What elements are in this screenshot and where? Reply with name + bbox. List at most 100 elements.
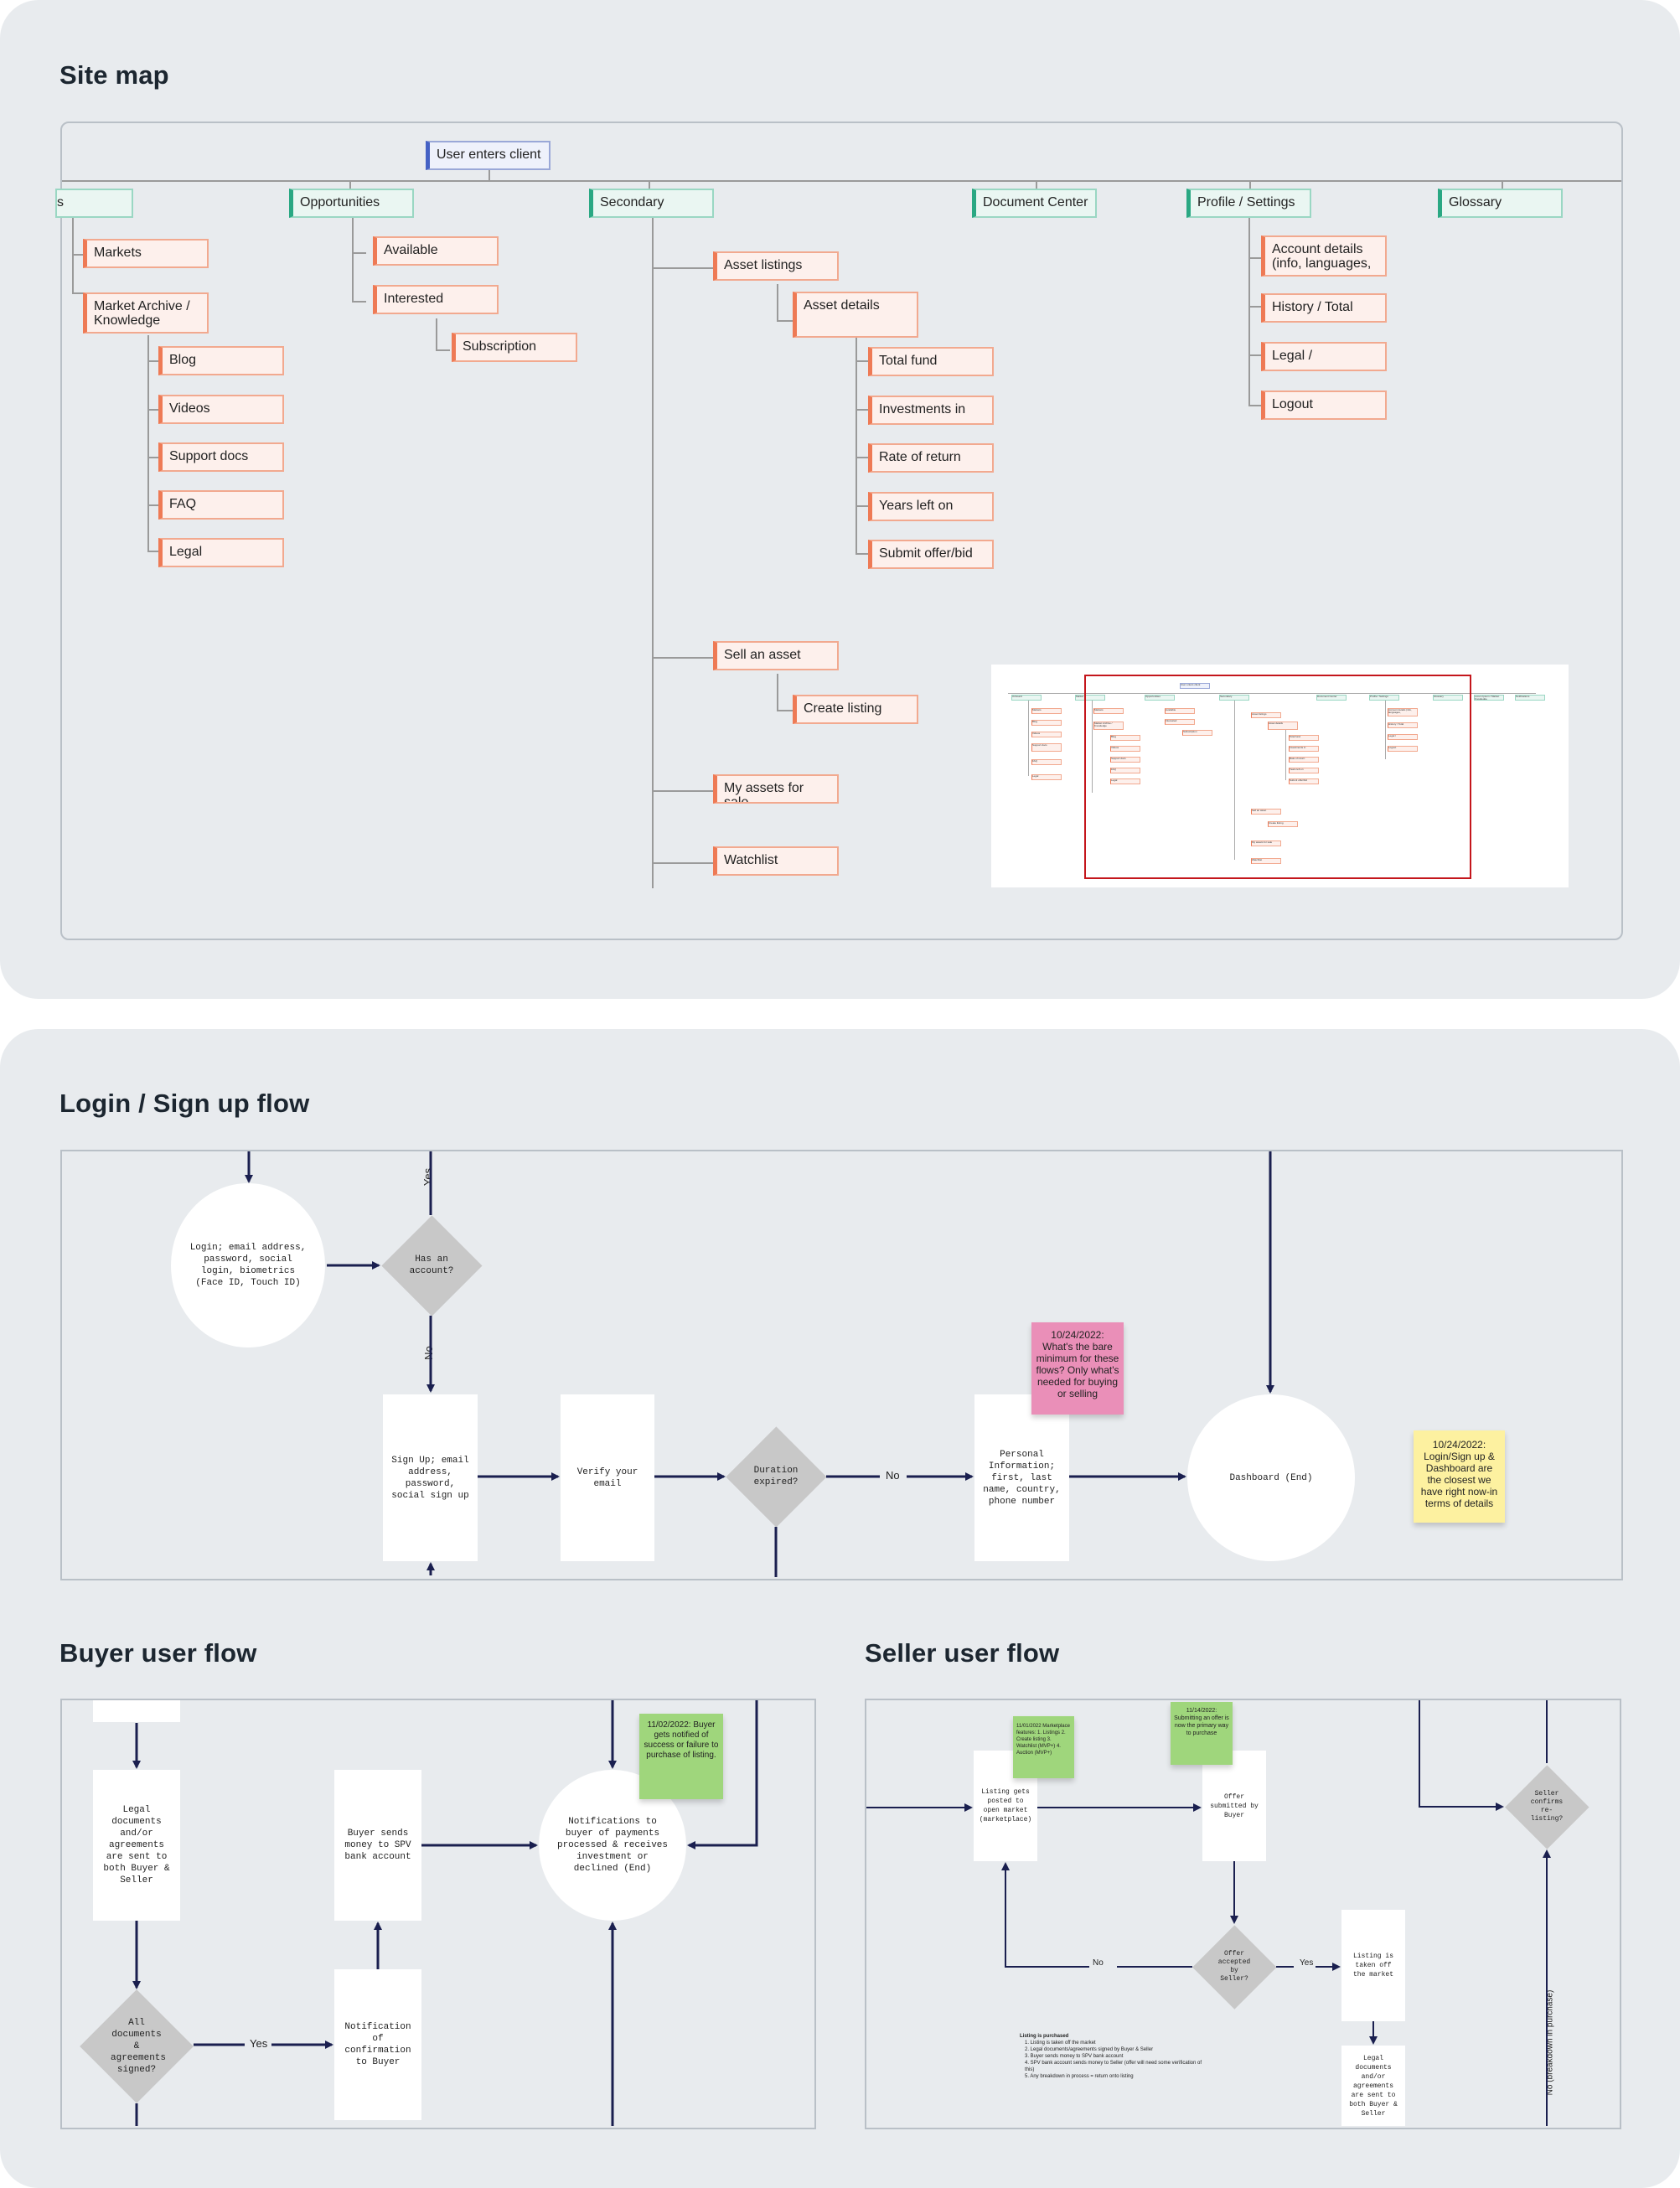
buyer-sends-node[interactable]: Buyer sends money to SPV bank account <box>334 1770 421 1921</box>
connector <box>652 862 714 864</box>
sitemap-node-market-archive[interactable]: Market Archive / Knowledge <box>83 292 209 334</box>
minimap-connector <box>1385 701 1386 759</box>
sticky-note-yellow[interactable]: 10/24/2022: Login/Sign up & Dashboard ar… <box>1414 1430 1505 1523</box>
verify-email-node[interactable]: Verify your email <box>561 1394 654 1561</box>
connector <box>1248 218 1250 406</box>
sitemap-node-asset-details[interactable]: Asset details <box>793 292 918 338</box>
sitemap-section-profile-settings[interactable]: Profile / Settings <box>1186 189 1311 218</box>
seller-offer-node[interactable]: Offer submitted by Buyer <box>1202 1751 1266 1861</box>
minimap-node: Blog <box>1110 735 1140 741</box>
connector <box>62 180 1621 182</box>
minimap-node: FAQ <box>1031 759 1062 765</box>
seller-sticky-green-1[interactable]: 11/01/2022 Marketplace features: 1. List… <box>1013 1716 1074 1778</box>
sitemap-node-faq[interactable]: FAQ <box>158 490 284 520</box>
sitemap-node-total-fund[interactable]: Total fund <box>868 347 994 376</box>
sitemap-section-opportunities[interactable]: Opportunities <box>289 189 414 218</box>
connector <box>1248 354 1263 356</box>
sitemap-node-account-details[interactable]: Account details (info, languages, <box>1261 235 1387 277</box>
connector <box>147 360 162 362</box>
minimap-node: Submit offer/bid <box>1289 778 1319 784</box>
personal-info-node[interactable]: Personal Information; first, last name, … <box>974 1394 1069 1561</box>
buyer-sticky-green[interactable]: 11/02/2022: Buyer gets notified of succe… <box>639 1714 723 1799</box>
sitemap-node-available[interactable]: Available <box>373 236 499 266</box>
seller-confirms-label: Seller confirms re-listing? <box>1530 1790 1564 1823</box>
sitemap-node-legal-profile[interactable]: Legal / <box>1261 342 1387 371</box>
sitemap-node-blog[interactable]: Blog <box>158 346 284 375</box>
connector <box>1248 306 1263 308</box>
minimap-connector <box>1285 730 1286 780</box>
sitemap-node-rate-of-return[interactable]: Rate of return <box>868 443 994 473</box>
connector <box>72 292 86 294</box>
duration-expired-decision[interactable]: Duration expired? <box>726 1426 826 1527</box>
has-account-label: Has an account? <box>409 1254 454 1276</box>
connector <box>856 337 857 555</box>
minimap-connector <box>1008 693 1536 694</box>
connector <box>1036 180 1037 190</box>
minimap-section: Profile / Settings <box>1369 695 1399 701</box>
sitemap-node-markets[interactable]: Markets <box>83 239 209 268</box>
sitemap-section-glossary[interactable]: Glossary <box>1438 189 1563 218</box>
sitemap-section-secondary[interactable]: Secondary <box>589 189 714 218</box>
login-node[interactable]: Login; email address, password, social l… <box>171 1183 325 1347</box>
minimap-connector <box>1092 701 1093 793</box>
has-account-decision[interactable]: Has an account? <box>381 1215 482 1316</box>
connector <box>147 457 162 458</box>
connector <box>352 252 366 254</box>
minimap-node: Total fund <box>1289 735 1319 741</box>
sitemap-node-create-listing[interactable]: Create listing <box>793 695 918 724</box>
signup-node[interactable]: Sign Up; email address, password, social… <box>383 1394 478 1561</box>
sitemap-section-document-center[interactable]: Document Center <box>972 189 1097 218</box>
sitemap-node-watchlist[interactable]: Watchlist <box>713 846 839 876</box>
minimap-viewport[interactable] <box>1084 675 1471 879</box>
sitemap-node-years-left-on[interactable]: Years left on <box>868 492 994 521</box>
sitemap-minimap[interactable]: User enters client Onboard Market Opport… <box>991 665 1569 887</box>
buyer-title: Buyer user flow <box>59 1638 257 1668</box>
buyer-top-node[interactable] <box>93 1700 180 1722</box>
sitemap-node-interested[interactable]: Interested <box>373 285 499 314</box>
seller-sticky-green-2[interactable]: 11/14/2022: Submitting an offer is now t… <box>1171 1702 1233 1765</box>
minimap-node: FAQ <box>1110 768 1140 773</box>
seller-legal-node[interactable]: Legal documents and/or agreements are se… <box>1341 2046 1405 2126</box>
minimap-section: Onboard <box>1011 695 1042 701</box>
sitemap-node-my-assets-for-sale[interactable]: My assets for sale <box>713 774 839 804</box>
sitemap-root-node[interactable]: User enters client <box>426 141 551 170</box>
buyer-legal-node[interactable]: Legal documents and/or agreements are se… <box>93 1770 180 1921</box>
minimap-section: Lorem Ipsum / Market Knowledge <box>1474 695 1504 701</box>
connector <box>652 218 654 888</box>
minimap-node: Support docs <box>1110 757 1140 763</box>
minimap-section: Document Center <box>1316 695 1347 701</box>
sitemap-node-submit-offer[interactable]: Submit offer/bid <box>868 540 994 569</box>
connector <box>72 254 86 256</box>
seller-no-label: No <box>1091 1958 1105 1968</box>
sitemap-node-investments-in[interactable]: Investments in <box>868 396 994 425</box>
login-no-label: No <box>421 1346 435 1360</box>
connector <box>652 790 714 792</box>
buyer-signed-decision[interactable]: All documents & agreements signed? <box>80 1989 194 2103</box>
sitemap-title: Site map <box>59 60 169 90</box>
sitemap-node-subscription[interactable]: Subscription <box>452 333 577 362</box>
connector <box>1248 405 1263 406</box>
seller-note-line: 5. Any breakdown in process = return ont… <box>1025 2074 1134 2079</box>
sitemap-node-history-total[interactable]: History / Total <box>1261 293 1387 323</box>
minimap-section: Market <box>1075 695 1105 701</box>
sticky-note-pink[interactable]: 10/24/2022: What's the bare minimum for … <box>1031 1322 1124 1415</box>
sitemap-section-onboard[interactable]: s <box>55 189 133 218</box>
seller-confirms-decision[interactable]: Seller confirms re-listing? <box>1505 1765 1589 1849</box>
login-title: Login / Sign up flow <box>59 1089 310 1118</box>
dashboard-end-node[interactable]: Dashboard (End) <box>1187 1394 1355 1561</box>
sitemap-node-asset-listings[interactable]: Asset listings <box>713 251 839 281</box>
sitemap-node-logout[interactable]: Logout <box>1261 391 1387 420</box>
sitemap-node-legal[interactable]: Legal <box>158 538 284 567</box>
buyer-notification-node[interactable]: Notification of confirmation to Buyer <box>334 1969 421 2120</box>
seller-accepted-decision[interactable]: Offer accepted by Seller? <box>1192 1925 1276 2009</box>
minimap-node: Investments in <box>1289 746 1319 752</box>
connector <box>652 267 714 269</box>
minimap-node: Subscription <box>1182 730 1212 736</box>
minimap-node: Available <box>1165 708 1195 714</box>
sitemap-node-support-docs[interactable]: Support docs <box>158 442 284 472</box>
sitemap-node-sell-an-asset[interactable]: Sell an asset <box>713 641 839 670</box>
connector <box>147 551 162 552</box>
sitemap-node-videos[interactable]: Videos <box>158 395 284 424</box>
seller-taken-off-node[interactable]: Listing is taken off the market <box>1341 1910 1405 2021</box>
connector <box>349 180 351 190</box>
